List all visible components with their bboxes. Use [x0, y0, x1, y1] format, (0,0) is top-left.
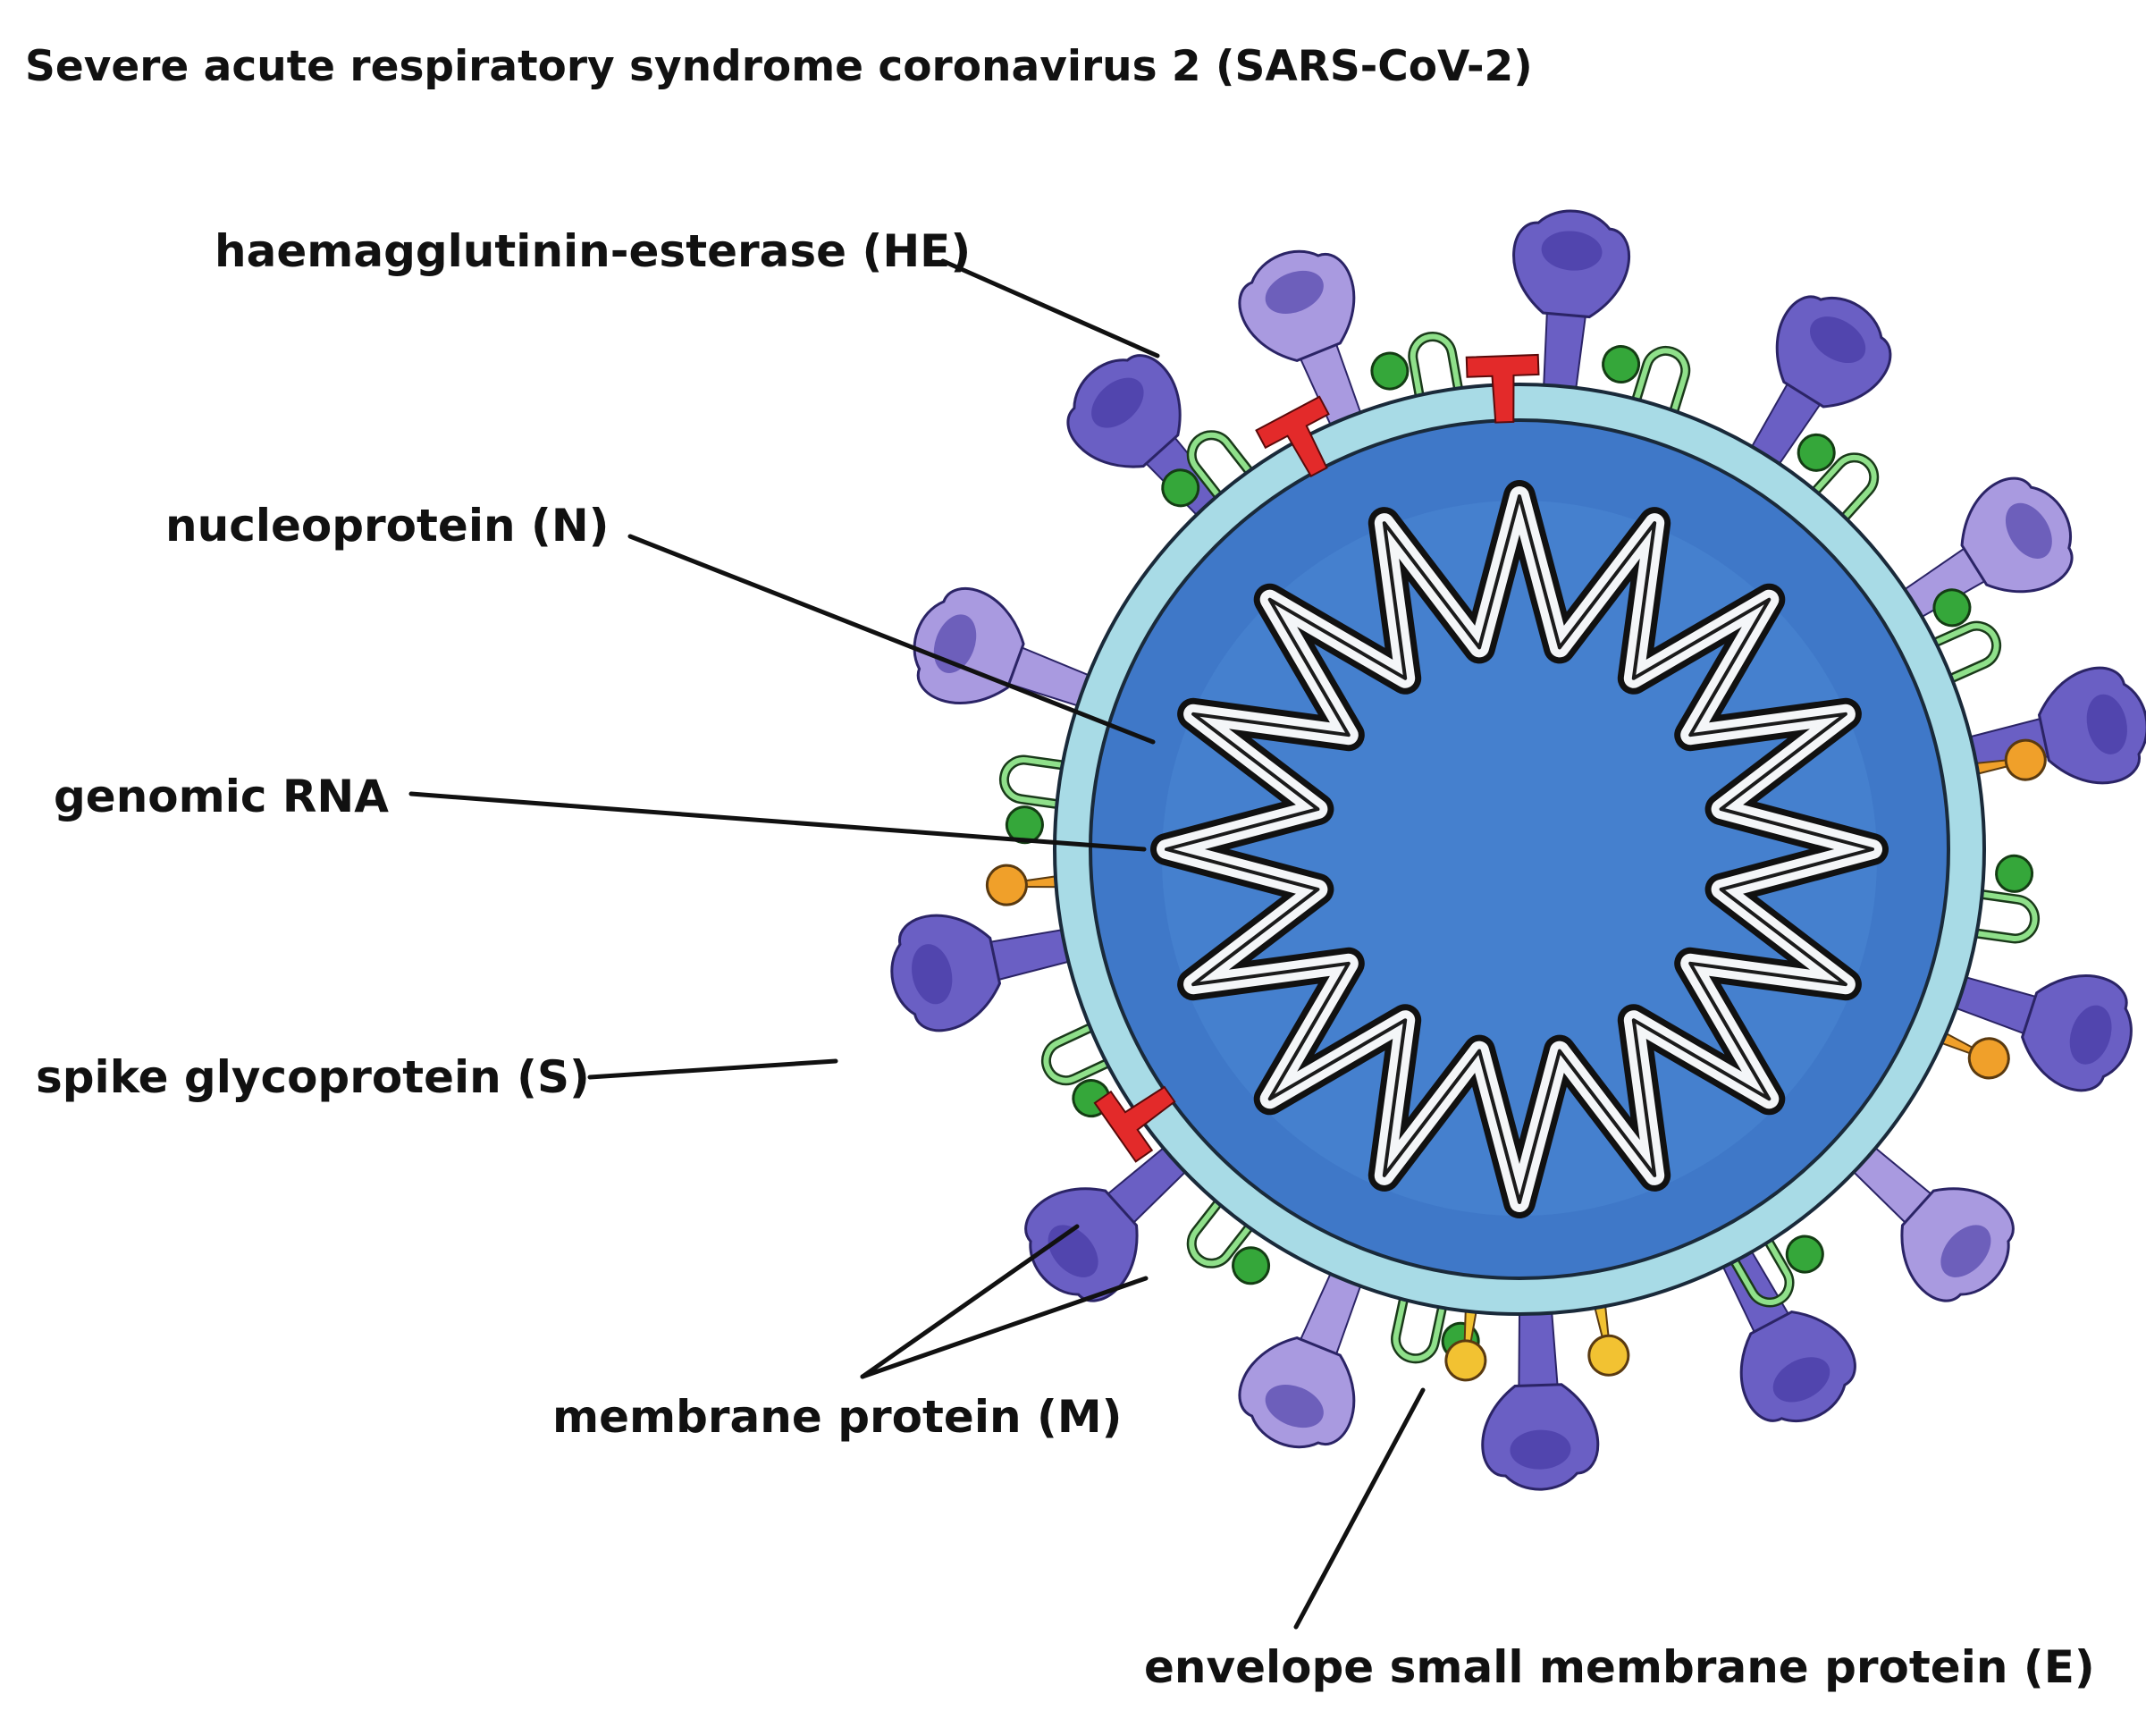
e-protein-ball — [1587, 1334, 1630, 1377]
spike-head-shade — [2086, 694, 2127, 754]
leader-m-2 — [860, 1276, 1149, 1379]
m-protein-ball — [1232, 1246, 1271, 1285]
he-protein — [1093, 1085, 1176, 1163]
membrane-protein — [1161, 430, 1273, 523]
spike-protein — [1481, 1268, 1600, 1491]
label-spike-glycoprotein: spike glycoprotein (S) — [36, 1051, 590, 1103]
leader-m-1 — [860, 1224, 1080, 1379]
m-protein-loop — [1189, 432, 1271, 522]
spike-head-shade — [1810, 316, 1866, 364]
membrane-protein — [1602, 345, 1691, 442]
spike-head-shade — [1265, 1385, 1324, 1428]
he-protein-shape — [1255, 395, 1330, 477]
m-protein-ball — [1932, 588, 1972, 628]
label-nucleoprotein: nucleoprotein (N) — [165, 500, 610, 552]
spike-head-shade — [1772, 1357, 1830, 1403]
he-markers — [1093, 353, 1540, 1163]
label-genomic-rna: genomic RNA — [54, 771, 389, 822]
leader-he — [940, 258, 1160, 358]
e-protein-ball — [2004, 738, 2047, 781]
spike-head-shade — [1940, 1225, 1991, 1277]
m-protein-loop — [1189, 1176, 1271, 1267]
spike-protein — [913, 587, 1132, 721]
spike-head-shade — [1541, 231, 1603, 271]
m-protein-ball — [1995, 854, 2034, 893]
label-membrane-protein: membrane protein (M) — [552, 1391, 1122, 1443]
membrane-protein — [1370, 332, 1469, 427]
spike-protein — [1512, 209, 1631, 434]
virus-illustration — [890, 209, 2146, 1491]
m-protein-loop — [1716, 1213, 1792, 1305]
m-protein-loop — [1393, 1268, 1452, 1361]
m-protein-ball — [1797, 433, 1836, 472]
membrane-protein — [1714, 1212, 1824, 1308]
m-protein-ball — [1161, 468, 1200, 508]
membrane-protein — [998, 754, 1094, 845]
m-protein-loop — [1624, 348, 1688, 442]
he-protein — [1465, 353, 1540, 424]
m-protein-loop — [1906, 623, 1999, 694]
core-texture — [1162, 501, 1877, 1216]
spike-head-shade — [2069, 1005, 2112, 1065]
leader-rna — [408, 791, 1147, 852]
m-protein-ball — [1005, 805, 1044, 845]
leader-n — [627, 534, 1156, 745]
diagram-title: Severe acute respiratory syndrome corona… — [25, 42, 1533, 91]
leader-lines — [408, 258, 1426, 1630]
e-protein-ball — [1444, 1339, 1487, 1382]
spike-head-shade — [1091, 377, 1144, 428]
spike-head-shade — [912, 944, 953, 1005]
m-protein-loop — [1792, 454, 1877, 543]
m-protein-ball — [1370, 351, 1410, 391]
spike-head-shade — [2005, 502, 2052, 559]
m-protein-ball — [1602, 345, 1641, 384]
spike-head-shade — [1510, 1429, 1571, 1470]
leader-e — [1293, 1387, 1426, 1630]
he-protein — [1255, 395, 1330, 477]
m-protein-loop — [1043, 1012, 1137, 1083]
label-envelope-protein: envelope small membrane protein (E) — [1144, 1641, 2095, 1693]
m-protein-ball — [1785, 1235, 1824, 1274]
he-protein-shape — [1093, 1085, 1176, 1163]
m-protein-loop — [1410, 333, 1467, 426]
membrane-protein — [1791, 433, 1880, 544]
labels: haemagglutinin-esterase (HE) nucleoprote… — [36, 225, 2095, 1693]
label-haemagglutinin-esterase: haemagglutinin-esterase (HE) — [215, 225, 971, 277]
he-protein-shape — [1465, 353, 1540, 424]
envelope-proteins — [985, 738, 2047, 1382]
genomic-rna-ribbon — [1150, 480, 1889, 1218]
e-protein-ball — [1967, 1037, 2010, 1080]
leader-s — [587, 1058, 838, 1080]
membrane-protein — [1905, 588, 2002, 695]
membrane-protein — [1945, 854, 2041, 944]
membrane-protein — [1186, 1176, 1273, 1285]
m-protein-loop — [1945, 887, 2038, 941]
e-protein-ball — [985, 864, 1028, 906]
spike-head-shade — [1265, 270, 1324, 314]
m-protein-loop — [1001, 757, 1094, 812]
